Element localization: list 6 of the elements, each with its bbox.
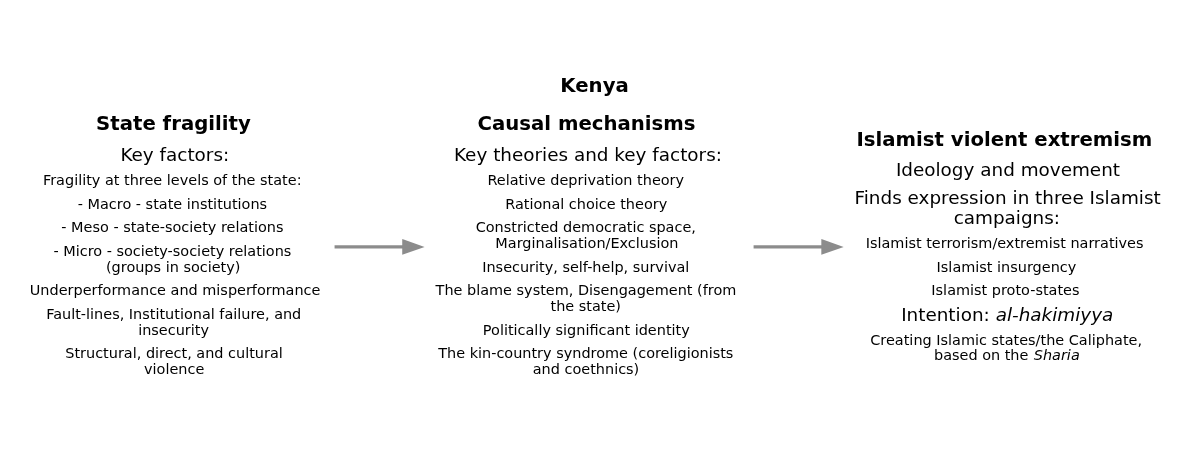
arrow bbox=[753, 239, 844, 255]
node-text: Islamist violent extremism Ideology and movement Finds expression in three Islamist campaigns: Islamist terrorism/extremist narratives Islamist insurgency Islamist proto-states Intention: al-hakimiyya Creating Islamic states/the Caliphate, based on the Sharia bbox=[854, 127, 1161, 363]
diagram-title: Kenya bbox=[560, 73, 629, 97]
node-text: State fragility Key factors: Fragility at three levels of the state: - Macro - state institutions - Meso - state-society relations - Micro - society-society relations (groups in society) Underperformance and misperformance Fault-lines, Institutional failure, and insecurity Structural, direct, and cultural violence bbox=[29, 112, 321, 378]
node-text: Causal mechanisms Key theories and key factors: Relative deprivation theory Rational choice theory Constricted democratic space, Marginalisation/Exclusion Insecurity, self-help, survival The blame system, Disengagement (from the state) Politically significant identity The kin-country syndrome (coreligionists and coethnics) bbox=[435, 112, 737, 378]
arrow bbox=[334, 239, 425, 255]
